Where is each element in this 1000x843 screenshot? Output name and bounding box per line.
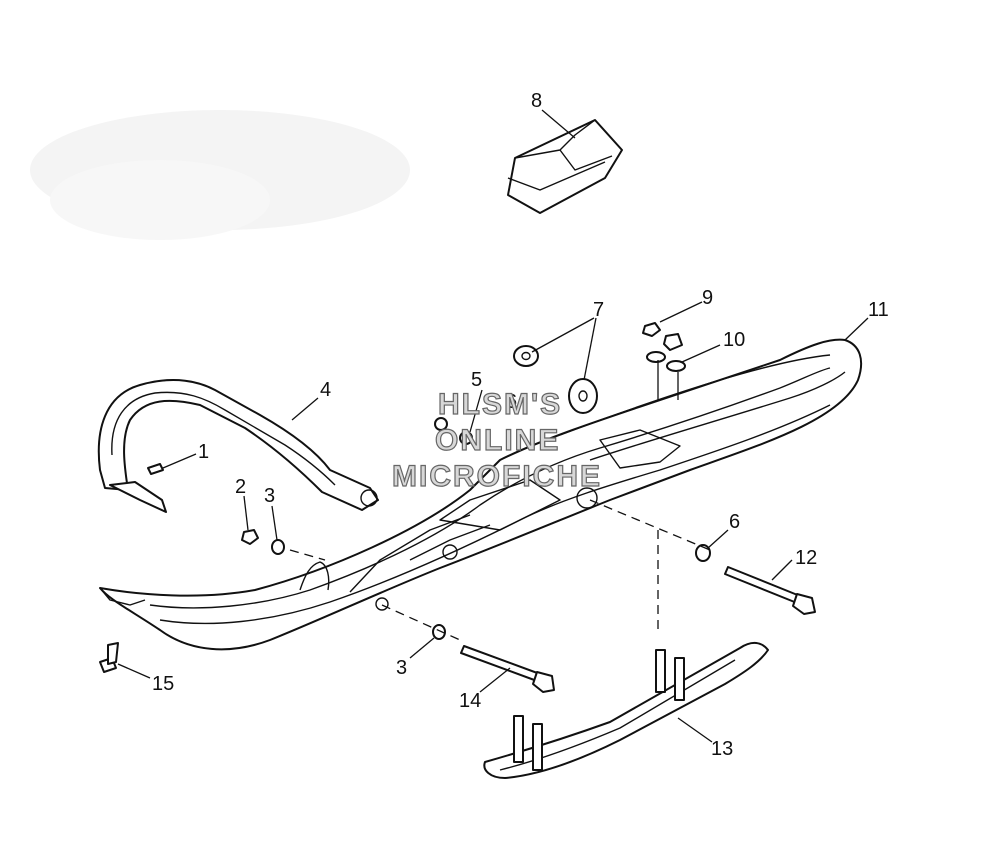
part-11-ski (99, 338, 863, 651)
callout-6-upper: 6 (506, 391, 517, 413)
callout-12: 12 (795, 547, 817, 569)
part-5-nuts (434, 417, 473, 445)
part-2-3-6-hardware (241, 529, 711, 640)
callout-1: 1 (198, 441, 209, 463)
leader-lines (117, 109, 869, 743)
callout-11: 11 (868, 299, 889, 321)
callout-3-lower: 3 (396, 657, 407, 679)
callout-15: 15 (152, 673, 174, 695)
watermark-line-1: HLSM'S (438, 388, 562, 421)
callout-14: 14 (459, 690, 481, 712)
part-8-saddle (507, 119, 623, 214)
callout-9: 9 (702, 287, 713, 309)
callout-10: 10 (723, 329, 745, 351)
callout-4: 4 (320, 379, 331, 401)
callout-3-upper: 3 (264, 485, 275, 507)
watermark-line-3: MICROFICHE (392, 460, 602, 493)
part-1-pin (109, 463, 167, 513)
background-ghost (30, 110, 410, 240)
callout-5: 5 (471, 369, 482, 391)
callout-2: 2 (235, 476, 246, 498)
callout-labels: 8 1 2 3 4 5 6 7 9 10 11 6 12 3 14 13 15 (152, 90, 889, 760)
part-9-10-nuts (642, 322, 686, 372)
callout-13: 13 (711, 738, 733, 760)
part-7-washers (513, 345, 598, 414)
callout-6-lower: 6 (729, 511, 740, 533)
watermark-line-2: ONLINE (435, 424, 560, 457)
assembly-lines (289, 360, 711, 641)
part-15-clip (99, 642, 119, 673)
watermark: HLSM'S ONLINE MICROFICHE (391, 387, 602, 493)
callout-8: 8 (531, 90, 542, 112)
part-14-bolt (460, 645, 555, 693)
part-4-handle (97, 379, 379, 511)
part-12-bolt (724, 566, 816, 615)
part-13-skag (483, 642, 769, 779)
callout-7: 7 (593, 299, 604, 321)
